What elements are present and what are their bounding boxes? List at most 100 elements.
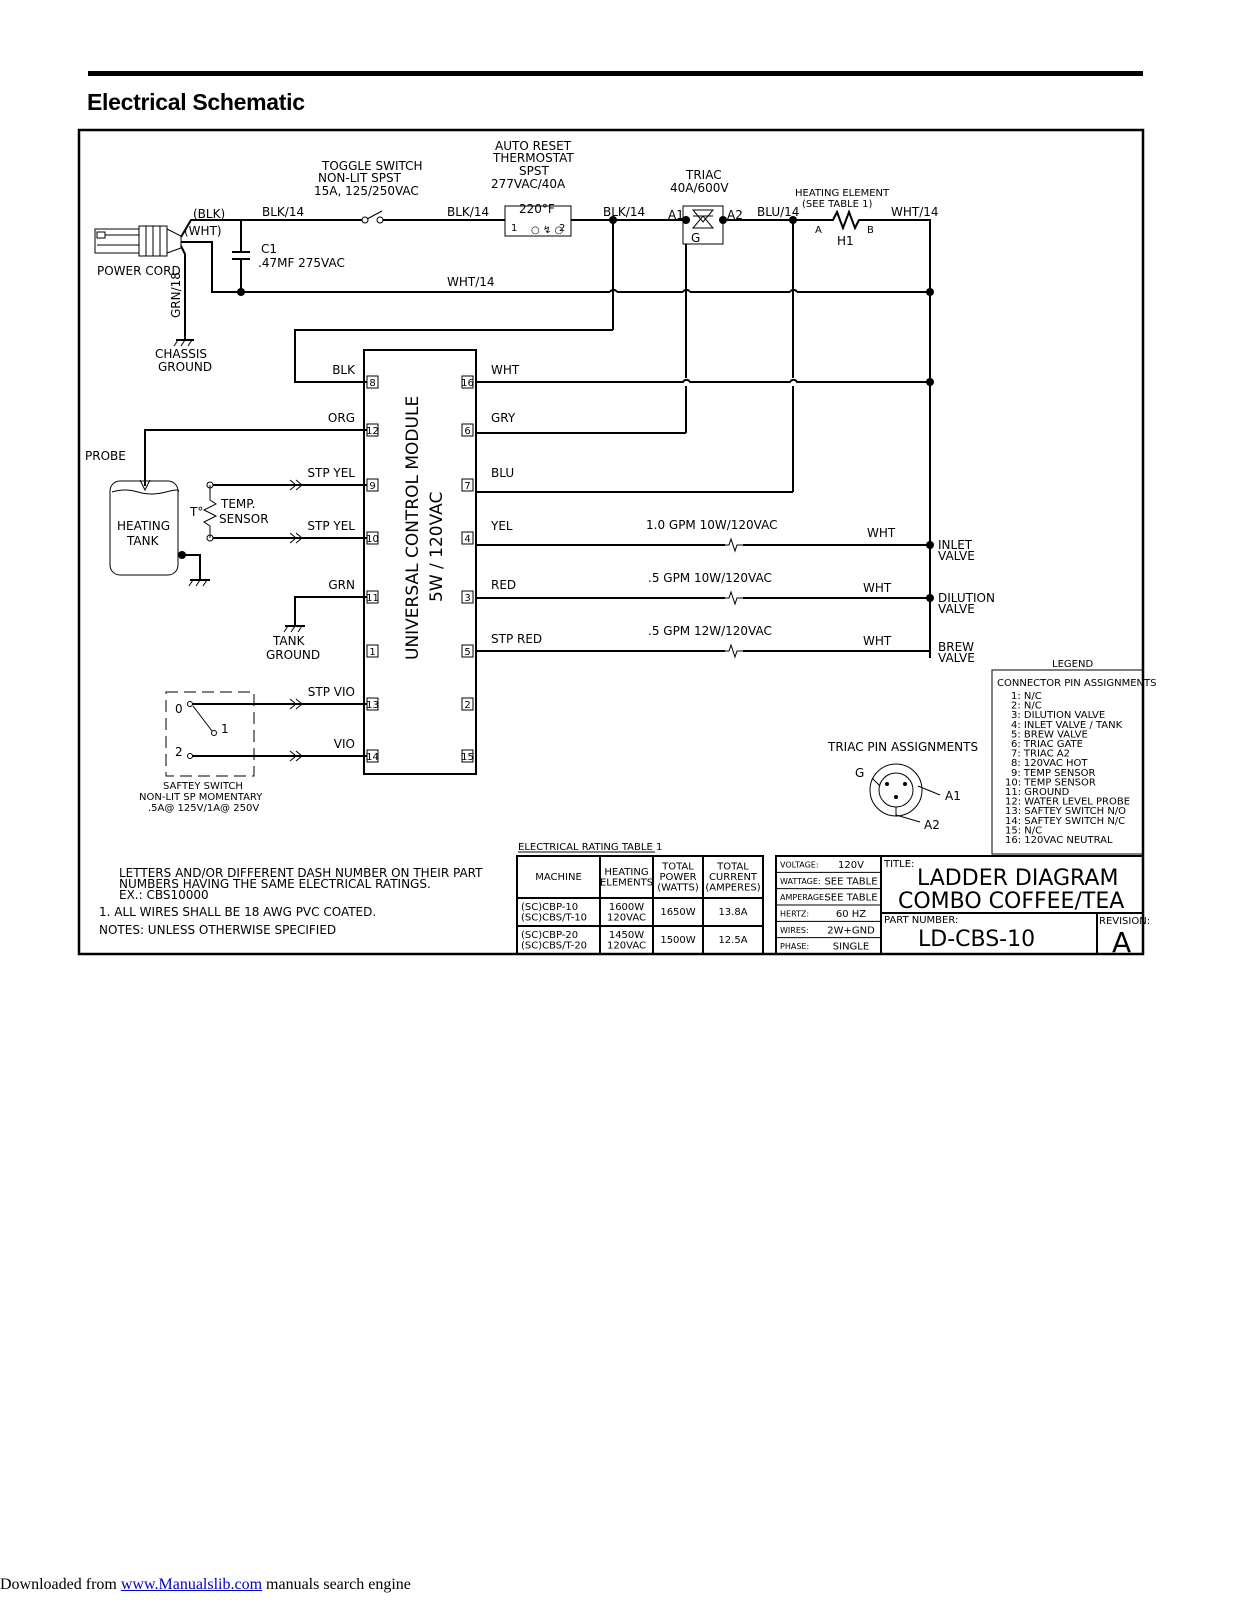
pin-box — [461, 375, 474, 389]
wire-label: STP YEL — [307, 466, 355, 480]
legend-item: 2: N/C — [1011, 701, 1042, 712]
rating-header: (AMPERES) — [705, 883, 760, 894]
triac-a1-label: A1 — [668, 208, 684, 222]
sw-terminal-2 — [187, 753, 193, 759]
triac-label-2: 40A/600V — [670, 181, 729, 195]
thermostat-label-1: AUTO RESET — [495, 139, 572, 153]
wire-cord-neutral — [181, 241, 241, 293]
rating-cell: 13.8A — [718, 907, 747, 918]
note-line-4: 1. ALL WIRES SHALL BE 18 AWG PVC COATED. — [99, 905, 376, 919]
safety-label-2: NON-LIT SP MOMENTARY — [139, 792, 263, 803]
schematic-frame — [77, 128, 1145, 956]
inlet-name-2: VALVE — [938, 549, 975, 563]
sw-terminal-0 — [187, 701, 193, 707]
wire-blk-pin8 — [294, 329, 613, 383]
triac-package — [869, 763, 941, 823]
triac-pin-title: TRIAC PIN ASSIGNMENTS — [827, 740, 978, 754]
pin-number: 5 — [464, 647, 470, 658]
pin-number: 1 — [369, 647, 375, 658]
pin-box — [366, 644, 379, 658]
rating-cell: 1600W — [609, 902, 644, 913]
tank-label-1: HEATING — [117, 519, 170, 533]
legend-item: 8: 120VAC HOT — [1011, 758, 1088, 769]
rating-cell: (SC)CBS/T-20 — [521, 940, 587, 951]
legend-box — [991, 669, 1144, 855]
brew-wht: WHT — [863, 634, 892, 648]
pin-number: 10 — [366, 534, 379, 545]
toggle-label-2: NON-LIT SPST — [318, 171, 402, 185]
wire-label: STP RED — [491, 632, 542, 646]
pin-number: 8 — [369, 378, 375, 389]
pin-number: 12 — [366, 426, 379, 437]
element-a-label: A — [815, 225, 822, 236]
title-block-grid — [880, 855, 1144, 955]
rating-header: POWER — [659, 872, 696, 883]
element-b-label: B — [867, 225, 874, 236]
valve-coils — [725, 537, 743, 659]
thermostat-label-2: THERMOSTAT — [492, 151, 574, 165]
wire-label: BLK — [332, 363, 356, 377]
thermostat-pin-2: 2 — [559, 223, 565, 234]
spec-value: SEE TABLE — [824, 893, 877, 904]
legend-item: 16: 120VAC NEUTRAL — [1005, 835, 1113, 846]
sw-lever — [192, 705, 213, 732]
rating-cell: 120VAC — [607, 940, 646, 951]
tank-ground-symbol — [188, 579, 210, 587]
spec-label: WIRES: — [780, 926, 809, 935]
pin-box — [461, 423, 474, 437]
triac-label-1: TRIAC — [685, 168, 722, 182]
wire-pin12-org — [144, 429, 367, 486]
wht14-label-1: WHT/14 — [891, 205, 939, 219]
wire-pin11-grn — [294, 596, 367, 626]
legend-item: 4: INLET VALVE / TANK — [1011, 720, 1123, 731]
pin-number: 2 — [464, 700, 470, 711]
rating-cell: 120VAC — [607, 912, 646, 923]
note-line-3: EX.: CBS10000 — [119, 888, 209, 902]
inlet-rating: 1.0 GPM 10W/120VAC — [646, 518, 778, 532]
note-line-1: LETTERS AND/OR DIFFERENT DASH NUMBER ON … — [119, 866, 483, 880]
temp-sensor-resistor — [202, 485, 218, 538]
legend-item: 10: TEMP SENSOR — [1005, 777, 1096, 788]
legend-item: 9: TEMP SENSOR — [1011, 768, 1096, 779]
thermostat-label-4: 277VAC/40A — [491, 177, 566, 191]
triac-symbol — [691, 209, 715, 229]
spec-value: 60 HZ — [836, 909, 866, 920]
rating-cell: 1450W — [609, 930, 644, 941]
pin-number: 7 — [464, 481, 470, 492]
sw-2-label: 2 — [175, 745, 183, 759]
wire-label: GRN — [328, 578, 355, 592]
chassis-ground-symbol — [173, 339, 194, 347]
dilution-name-1: DILUTION — [938, 591, 995, 605]
junction-inlet — [926, 541, 934, 549]
legend-title: LEGEND — [1052, 659, 1093, 670]
rating-header: TOTAL — [716, 862, 749, 873]
wire-label: STP VIO — [308, 685, 355, 699]
h1-label: H1 — [837, 234, 854, 248]
safety-label-1: SAFTEY SWITCH — [163, 781, 243, 792]
rating-table-title: ELECTRICAL RATING TABLE 1 — [518, 842, 662, 853]
legend-item: 12: WATER LEVEL PROBE — [1005, 797, 1130, 808]
toggle-label-1: TOGGLE SWITCH — [321, 159, 423, 173]
note-line-5: NOTES: UNLESS OTHERWISE SPECIFIED — [99, 923, 336, 937]
legend-item: 15: N/C — [1005, 825, 1042, 836]
control-module — [363, 349, 477, 775]
spec-label: AMPERAGE: — [780, 893, 827, 902]
spec-value: 2W+GND — [827, 925, 875, 936]
pin-number: 11 — [366, 593, 379, 604]
manualslib-link[interactable]: www.Manualslib.com — [120, 1576, 263, 1593]
spec-label: PHASE: — [780, 942, 809, 951]
connector-chevrons-switch — [289, 698, 303, 762]
junction-pin16 — [926, 378, 934, 386]
power-cord-plug — [94, 225, 182, 257]
dilution-name-2: VALVE — [938, 602, 975, 616]
legend-item: 7: TRIAC A2 — [1011, 749, 1070, 760]
tank-water-line — [111, 489, 179, 495]
pin-box — [461, 478, 474, 492]
module-label-1: UNIVERSAL CONTROL MODULE — [403, 396, 423, 660]
rating-cell: (SC)CBP-10 — [521, 902, 578, 913]
pin-number: 13 — [366, 700, 379, 711]
legend-subtitle: CONNECTOR PIN ASSIGNMENTS — [997, 678, 1156, 689]
title-label: TITLE: — [883, 859, 914, 870]
blk14-label-2: BLK/14 — [447, 205, 489, 219]
